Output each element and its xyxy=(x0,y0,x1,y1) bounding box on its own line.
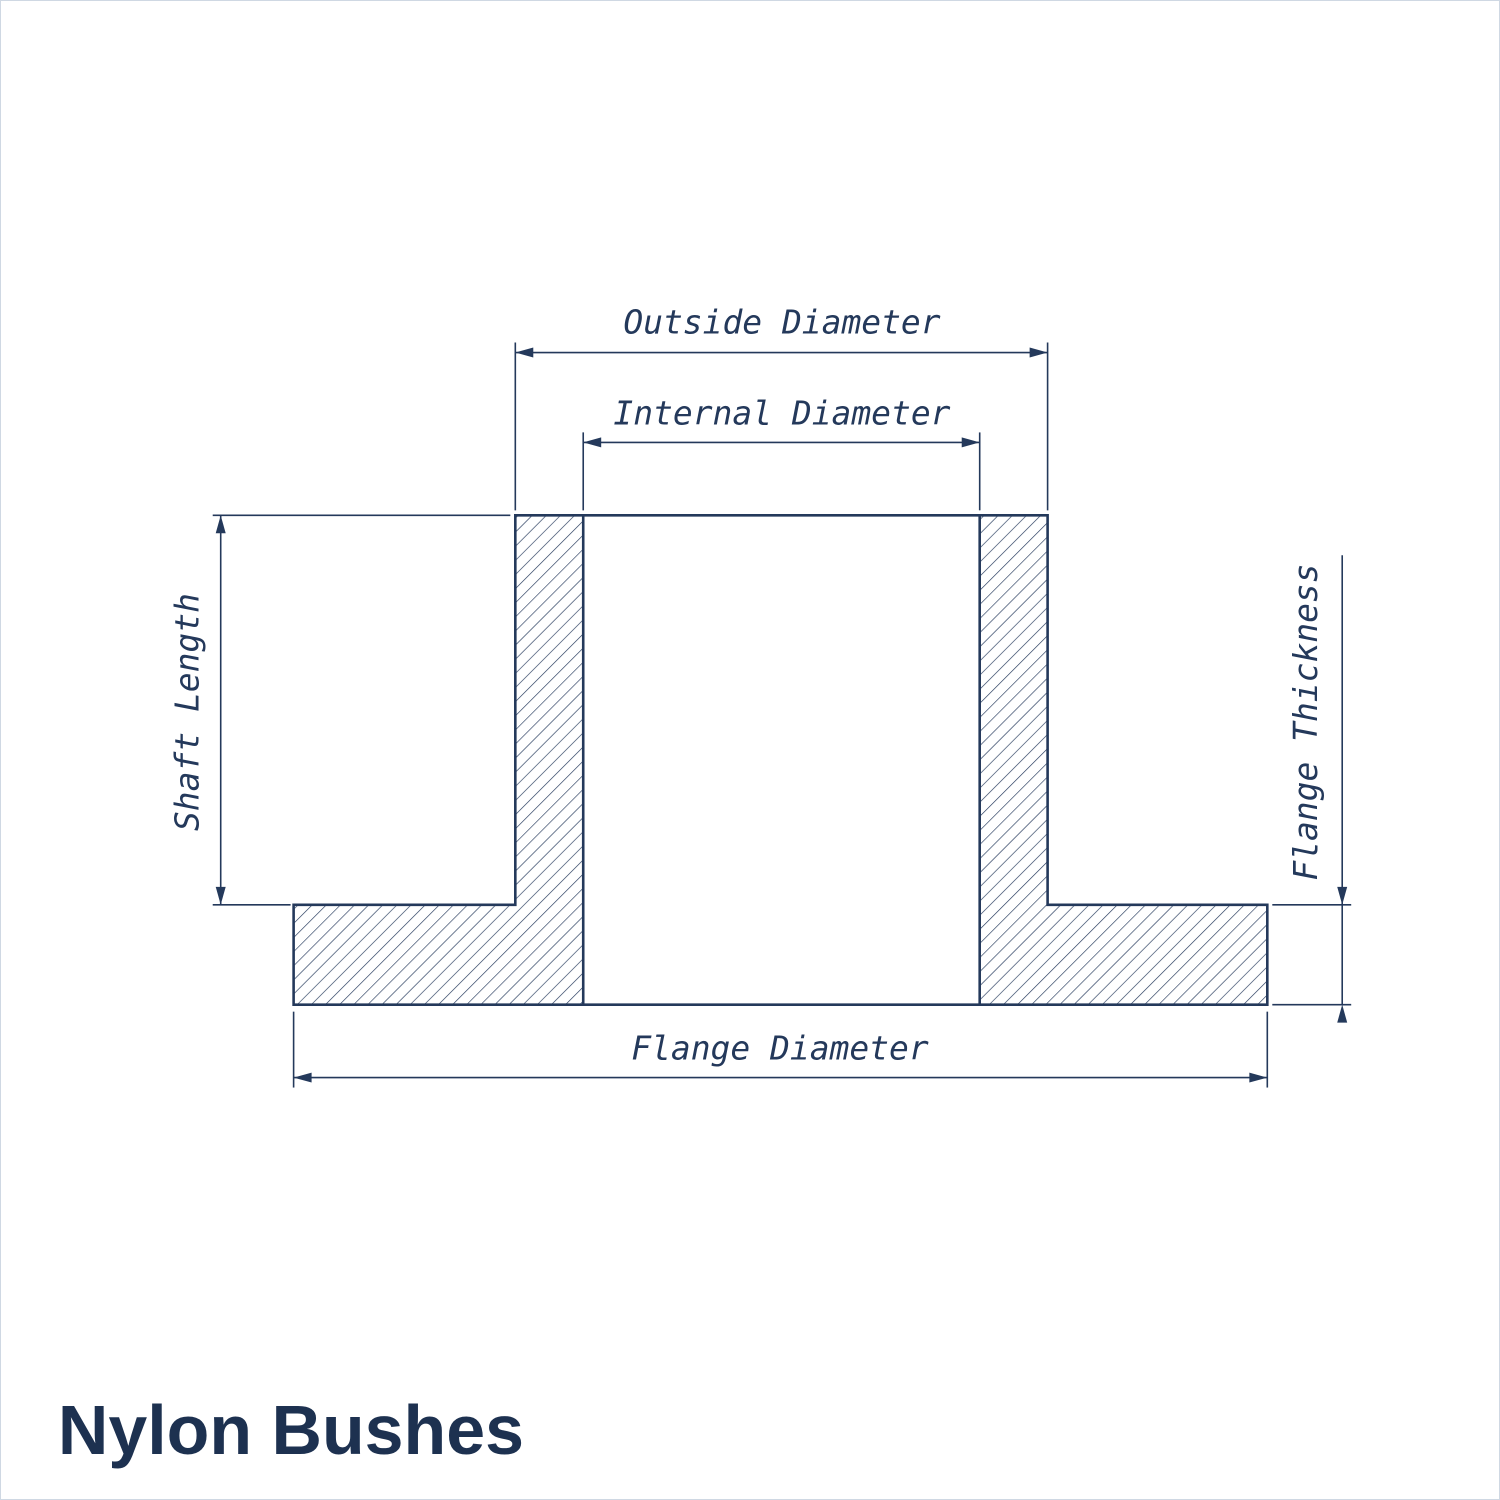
dimension-internal-diameter: Internal Diameter xyxy=(582,393,981,511)
arrowhead-icon xyxy=(1249,1072,1268,1083)
arrowhead-icon xyxy=(215,515,226,534)
arrowhead-icon xyxy=(1029,347,1048,358)
arrowhead-icon xyxy=(293,1072,312,1083)
dimension-flange-diameter: Flange Diameter xyxy=(292,1011,1269,1088)
internal-diameter-label: Internal Diameter xyxy=(613,393,950,432)
bush-right-section xyxy=(978,514,1269,1006)
arrowhead-icon xyxy=(1337,886,1348,905)
dimension-shaft-length: Shaft Length xyxy=(168,514,511,906)
flange-diameter-label: Flange Diameter xyxy=(631,1029,929,1068)
shaft-length-label: Shaft Length xyxy=(168,593,207,831)
arrowhead-icon xyxy=(215,886,226,905)
flange-thickness-label: Flange Thickness xyxy=(1286,563,1325,880)
arrowhead-icon xyxy=(961,437,980,448)
arrowhead-icon xyxy=(515,347,534,358)
arrowhead-icon xyxy=(1337,1004,1348,1023)
page-title: Nylon Bushes xyxy=(58,1391,524,1469)
outside-diameter-label: Outside Diameter xyxy=(623,303,940,342)
bush-cross-section xyxy=(292,514,1269,1006)
bush-left-section xyxy=(292,514,585,1006)
dimension-flange-thickness: Flange Thickness xyxy=(1272,555,1352,1023)
arrowhead-icon xyxy=(583,437,602,448)
dimension-outside-diameter: Outside Diameter xyxy=(514,303,1049,511)
